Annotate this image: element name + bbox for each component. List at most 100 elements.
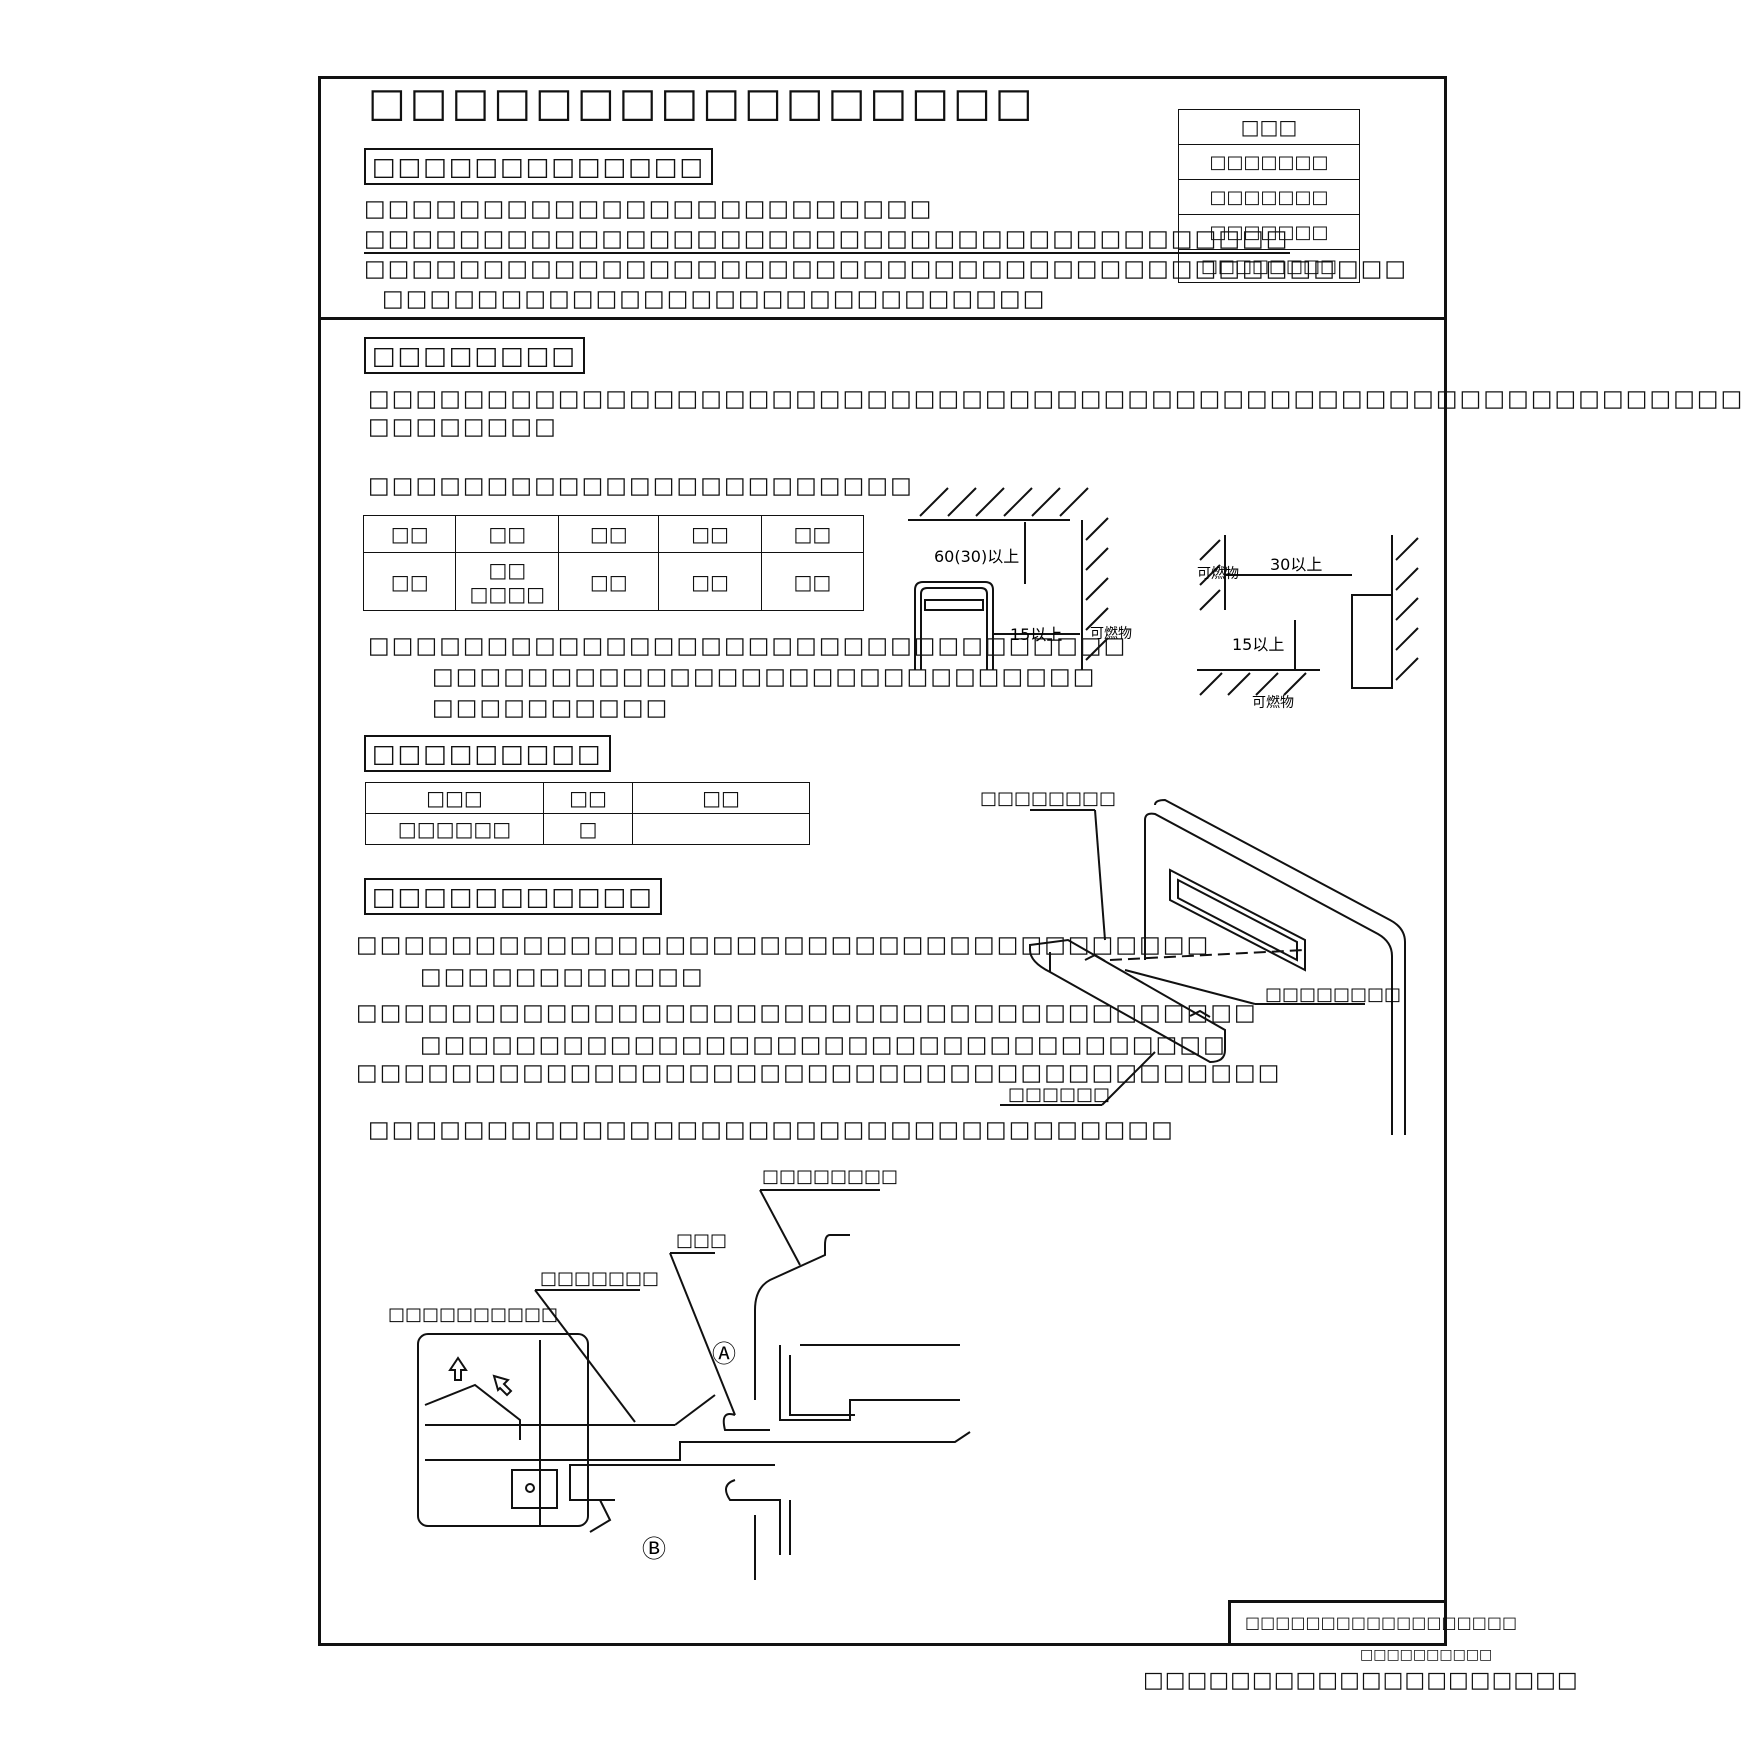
table-header-cell: □□	[658, 515, 762, 553]
table-header-cell: □□	[558, 515, 660, 553]
table-cell: □□	[658, 552, 762, 611]
hook-lower	[725, 1479, 781, 1555]
section1-note-line-1: □□□□□□□□□□□□□□□□□□□□□□□□□□□□□□□□	[368, 633, 1128, 659]
section-diagram: □□□□□□□□ □□□ □□□□□□□ □□□□□□□□□□ Ⓐ Ⓑ	[388, 1166, 971, 1580]
table-cell: □□□□□□	[365, 813, 544, 845]
unit-outline	[914, 581, 994, 670]
page-code: □□□□□□□□□□	[1360, 1647, 1493, 1663]
model-table-head: □□□	[1178, 109, 1360, 145]
table-cell: □	[543, 813, 633, 845]
table-cell	[632, 813, 810, 845]
bracket-body	[1029, 938, 1226, 1064]
unit-deflector	[424, 1383, 521, 1440]
panel-slot-inner	[1177, 878, 1298, 962]
model-row: □□□□□□□	[1178, 144, 1360, 180]
label-side-clearance: 15以上	[1010, 625, 1062, 644]
table-header-cell: □□	[760, 515, 865, 553]
section3-line-2: □□□□□□□□□□□□	[420, 964, 705, 990]
leader-b	[1124, 969, 1256, 1005]
label-15-clearance: 15以上	[1232, 635, 1284, 654]
parts-table: □□□ □□ □□ □□□□□□ □	[365, 782, 810, 845]
unit-slot	[924, 599, 984, 611]
label-bracket-a: □□□□□□□□	[980, 790, 1116, 809]
model-row: □□□□□□□	[1178, 214, 1360, 250]
model-row: □□□□□□□□	[1178, 249, 1360, 283]
screw-icon	[525, 1483, 535, 1493]
hook-upper	[722, 1413, 770, 1431]
wall-pipe	[754, 1234, 850, 1400]
label-combustible-c: 可燃物	[1252, 694, 1294, 711]
page-title: □□□□□□□□□□□□□□□□	[368, 80, 1037, 126]
label-section-1: □□□□□□□□	[762, 1166, 898, 1187]
air-path-lower	[569, 1464, 775, 1501]
table-cell: □□	[558, 552, 660, 611]
table-cell-line-1: □□	[488, 557, 527, 582]
label-combustible-a: 可燃物	[1090, 625, 1132, 642]
flow-arrows	[448, 1356, 513, 1397]
leader-1	[759, 1189, 801, 1266]
label-section-2: □□□	[676, 1230, 727, 1251]
panel-outer	[1154, 798, 1406, 1135]
section3-line-4: □□□□□□□□□□□□□□□□□□□□□□□□□□□□□□□□□□	[420, 1032, 1227, 1058]
model-row: □□□□□□□	[1178, 179, 1360, 215]
section-heading-3: □□□□□□□□□□□	[364, 878, 662, 915]
clearance-diagram: 60(30)以上 15以上 可燃物 可燃物 30以上 15以上 可燃物	[908, 487, 1419, 711]
table-cell-stacked: □□ □□□□	[455, 552, 560, 611]
alignment-line	[1109, 949, 1306, 961]
table-header-cell: □□	[362, 515, 457, 553]
floor-hatch	[1199, 672, 1307, 696]
right-wall-hatch	[1395, 537, 1419, 681]
note-line-2: □□□□□□□□□□□□□□□□□□□□□□□□□□□□□□□□□□□□□□□	[364, 226, 1290, 254]
table-caption: □□□□□□□□□□□□□□□□□□□□□□□	[368, 473, 914, 499]
section1-note-line-2: □□□□□□□□□□□□□□□□□□□□□□□□□□□□	[432, 664, 1097, 690]
section3-line-6: □□□□□□□□□□□□□□□□□□□□□□□□□□□□□□□□□□	[368, 1117, 1175, 1143]
wall-outer-upper	[779, 1345, 960, 1421]
left-wall-hatch	[1199, 539, 1221, 611]
ceiling-hatch	[919, 487, 1089, 517]
section3-line-1: □□□□□□□□□□□□□□□□□□□□□□□□□□□□□□□□□□□□	[356, 932, 1211, 958]
doc-code-box	[1228, 1600, 1447, 1646]
table-cell: □□	[362, 552, 457, 611]
section1-note-line-3: □□□□□□□□□□	[432, 695, 670, 721]
mark-a: Ⓐ	[712, 1340, 736, 1368]
wall-hatch	[1085, 517, 1109, 661]
label-combustible-b: 可燃物	[1197, 565, 1239, 582]
doc-code: □□□□□□□□□□□□□□□□□□	[1245, 1613, 1518, 1632]
label-section-4: □□□□□□□□□□	[388, 1304, 558, 1325]
header-divider	[318, 317, 1447, 320]
panel-inner	[1144, 812, 1393, 1135]
wall-inner-upper	[789, 1355, 855, 1416]
leader-2	[669, 1252, 736, 1416]
wall-unit	[1351, 594, 1393, 689]
model-table: □□□ □□□□□□□ □□□□□□□ □□□□□□□ □□□□□□□□	[1178, 109, 1360, 283]
page-frame	[318, 76, 1447, 1646]
panel-slot-outer	[1169, 868, 1306, 972]
leader-c	[1101, 1051, 1156, 1106]
section1-para-line-1: □□□□□□□□□□□□□□□□□□□□□□□□□□□□□□□□□□□□□□□□…	[368, 386, 1745, 412]
section-heading-1: □□□□□□□□	[364, 337, 585, 374]
motor-bracket	[511, 1469, 558, 1509]
label-bracket-c: □□□□□□	[1008, 1084, 1110, 1105]
label-30-clearance: 30以上	[1270, 555, 1322, 574]
table-header-cell: □□	[632, 782, 810, 814]
section-heading-main: □□□□□□□□□□□□□	[364, 148, 714, 185]
table-header-cell: □□	[455, 515, 560, 553]
clearance-table: □□ □□ □□ □□ □□ □□ □□ □□□□ □□ □□ □□	[362, 515, 865, 611]
unit-inner	[920, 587, 988, 670]
label-top-clearance: 60(30)以上	[934, 547, 1019, 566]
label-bracket-b: □□□□□□□□	[1265, 984, 1401, 1005]
leader-a	[1094, 809, 1106, 941]
label-section-3: □□□□□□□	[540, 1268, 659, 1289]
air-path-upper	[615, 1431, 971, 1461]
unit-box	[417, 1333, 589, 1527]
leader-3	[534, 1289, 636, 1423]
note-line-4: □□□□□□□□□□□□□□□□□□□□□□□□□□□□	[382, 286, 1047, 312]
table-cell-line-2: □□□□	[469, 581, 546, 606]
table-cell: □□	[760, 552, 865, 611]
bracket-hooks	[1084, 953, 1211, 1018]
table-header-cell: □□□	[365, 782, 544, 814]
flap-a	[674, 1394, 716, 1426]
flap-b	[589, 1499, 612, 1533]
section-heading-2: □□□□□□□□□	[364, 735, 611, 772]
mark-b: Ⓑ	[642, 1535, 666, 1563]
